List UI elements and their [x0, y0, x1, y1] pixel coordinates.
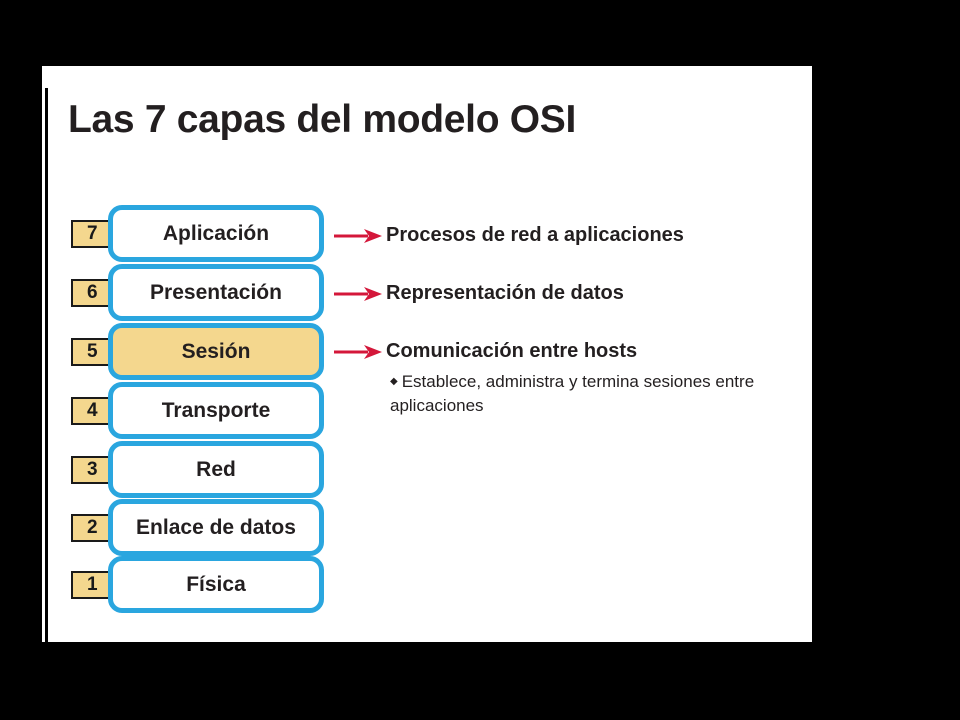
diamond-bullet-icon: ◆ [390, 376, 398, 387]
description-layer6: Representación de datos [386, 282, 624, 304]
arrow-icon-layer7 [334, 229, 382, 243]
layer-box-enlace-de-datos: Enlace de datos [108, 499, 324, 556]
description-layer7: Procesos de red a aplicaciones [386, 224, 684, 246]
bullet-text: Establece, administra y termina sesiones… [390, 372, 755, 415]
layer-box-sesion: Sesión [108, 323, 324, 380]
description-layer5-bullet: ◆Establece, administra y termina sesione… [390, 370, 790, 418]
left-border-line [45, 88, 48, 642]
description-layer5: Comunicación entre hosts [386, 340, 638, 362]
layer-box-presentacion: Presentación [108, 264, 324, 321]
arrow-icon-layer6 [334, 287, 382, 301]
layer-box-red: Red [108, 441, 324, 498]
diagram-title: Las 7 capas del modelo OSI [68, 98, 577, 141]
layer-box-aplicacion: Aplicación [108, 205, 324, 262]
layer-box-fisica: Física [108, 556, 324, 613]
layer-box-transporte: Transporte [108, 382, 324, 439]
arrow-icon-layer5 [334, 345, 382, 359]
